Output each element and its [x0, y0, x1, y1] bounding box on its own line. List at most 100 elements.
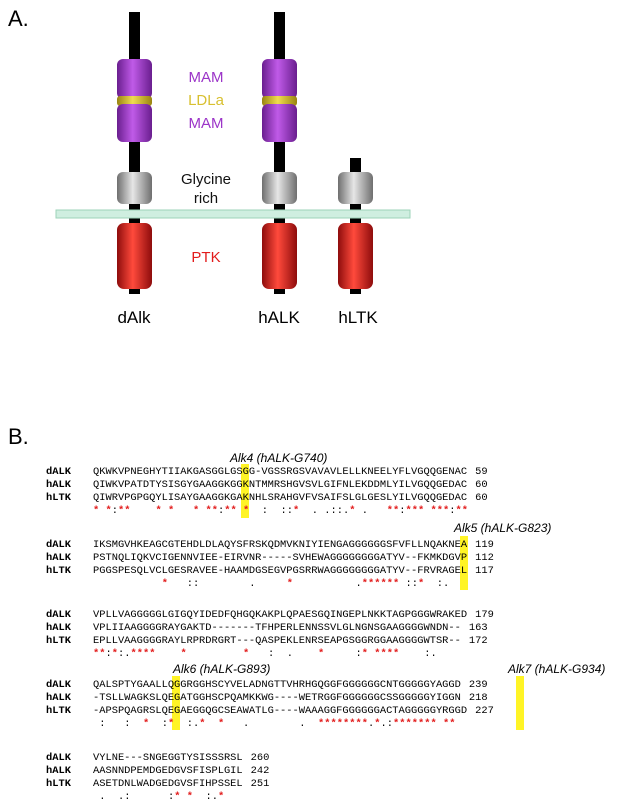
row-position: 172 — [468, 635, 488, 647]
conservation-row: **:*:.**** * * : . * :* **** :. — [46, 649, 474, 660]
annotation-alk5: Alk5 (hALK-G823) — [454, 521, 552, 535]
dalk-mam-domain — [117, 59, 152, 99]
label-glycine-line1: Glycine — [181, 171, 231, 188]
row-sequence: ASETDNLWADGEDGVSFIHPSSEL — [93, 778, 243, 790]
row-name: dALK — [46, 752, 71, 764]
row-sequence: -APSPQAGRSLQEGAEGGQGCSEAWATLG----WAAAGGF… — [93, 705, 468, 717]
highlight-alk6 — [172, 676, 180, 730]
row-name: dALK — [46, 539, 71, 551]
row-name: dALK — [46, 609, 71, 621]
dalk-backbone — [129, 12, 140, 294]
row-position: 112 — [475, 552, 494, 564]
row-name: hLTK — [46, 635, 71, 647]
hltk-glycine-domain — [338, 172, 373, 204]
halk-glycine-domain — [262, 172, 297, 204]
protein-name-dalk: dAlk — [117, 308, 151, 327]
domain-architecture-diagram: MAM LDLa MAM Glycine rich PTK dAlk hALK … — [55, 12, 411, 327]
conservation-row: : : * :* :.* * . . ********.*.:******* *… — [46, 719, 462, 730]
conservation-row: . .: :* * :.* — [46, 792, 249, 803]
row-position: 251 — [250, 778, 270, 790]
alignment-row: hLTK PGGSPESQLVCLGESRAVEE-HAAMDGSEGVPGSR… — [46, 566, 494, 577]
row-sequence: IKSMGVHKEAGCGTEHDLDLAQYSFRSKQDMVKNIYIENG… — [93, 539, 468, 551]
conservation-symbols: . .: :* * :.* — [99, 791, 225, 803]
alignment-row: hALK VPLIIAAGGGGRAYGAKTD-------TFHPERLEN… — [46, 623, 488, 634]
row-sequence: QALSPTYGAALLQGGRGGHSCYVELADNGTTVHRHGQGGF… — [93, 679, 461, 691]
row-position: 218 — [468, 692, 488, 704]
row-position: 260 — [250, 752, 270, 764]
alignment-row: hLTK -APSPQAGRSLQEGAEGGQGCSEAWATLG----WA… — [46, 706, 494, 717]
label-glycine-line2: rich — [194, 190, 218, 207]
highlight-alk4 — [241, 464, 249, 518]
halk-ptk-domain — [262, 223, 297, 289]
row-sequence: -TSLLWAGKSLQEGATGGHSCPQAMKKWG----WETRGGF… — [93, 692, 461, 704]
row-name: hALK — [46, 552, 71, 564]
row-position: 163 — [468, 622, 488, 634]
protein-dalk — [117, 12, 152, 294]
dalk-mam-domain-2 — [117, 104, 152, 142]
row-sequence: PGGSPESQLVCLGESRAVEE-HAAMDGSEGVPGSRRWAGG… — [93, 565, 468, 577]
highlight-alk7 — [516, 676, 524, 730]
row-position: 239 — [468, 679, 488, 691]
row-position: 60 — [475, 492, 488, 504]
row-sequence: VYLNE---SNGEGGTYSISSSRSL — [93, 752, 243, 764]
row-position: 60 — [475, 479, 488, 491]
annotation-alk4: Alk4 (hALK-G740) — [230, 451, 328, 465]
label-mam-bottom: MAM — [189, 115, 224, 132]
row-name: hLTK — [46, 492, 71, 504]
row-name: hALK — [46, 765, 71, 777]
halk-backbone — [274, 12, 285, 294]
protein-name-hltk: hLTK — [338, 308, 378, 327]
label-mam-top: MAM — [189, 69, 224, 86]
row-name: dALK — [46, 466, 71, 478]
alignment-row: dALK IKSMGVHKEAGCGTEHDLDLAQYSFRSKQDMVKNI… — [46, 540, 494, 551]
highlight-alk5 — [460, 536, 468, 590]
alignment-row: hALK QIWKVPATDTYSISGYGAAGGKGGKNTMMRSHGVS… — [46, 480, 488, 491]
conservation-row: * *:** * * * **:** * : ::* . .::.* . **:… — [46, 506, 468, 517]
row-position: 242 — [250, 765, 270, 777]
dalk-ptk-domain — [117, 223, 152, 289]
label-ptk: PTK — [191, 249, 220, 266]
row-name: hLTK — [46, 705, 71, 717]
cell-membrane — [55, 209, 411, 219]
conservation-symbols: * *:** * * * **:** * : ::* . .::.* . **:… — [93, 505, 468, 517]
row-sequence: EPLLVAAGGGGRAYLRPRDRGRT---QASPEKLENRSEAP… — [93, 635, 461, 647]
row-sequence: AASNNDPEMDGEDGVSFISPLGIL — [93, 765, 243, 777]
panel-b-label: B. — [8, 424, 29, 449]
annotation-alk6: Alk6 (hALK-G893) — [173, 662, 271, 676]
row-position: 59 — [475, 466, 488, 478]
conservation-symbols: * :: . * .****** ::* :. — [161, 578, 450, 590]
alignment-row: hLTK EPLLVAAGGGGRAYLRPRDRGRT---QASPEKLEN… — [46, 636, 488, 647]
hltk-ptk-domain — [338, 223, 373, 289]
conservation-symbols: : : * :* :.* * . . ********.*.:******* *… — [99, 718, 456, 730]
row-sequence: QIWKVPATDTYSISGYGAAGGKGGKNTMMRSHGVSVLGIF… — [93, 479, 468, 491]
dalk-ldla-domain — [117, 96, 152, 106]
alignment-row: hALK PSTNQLIQKVCIGENNVIEE-EIRVNR-----SVH… — [46, 553, 494, 564]
row-position: 179 — [475, 609, 494, 621]
conservation-symbols: **:*:.**** * * : . * :* **** :. — [93, 648, 437, 660]
row-sequence: QKWKVPNEGHYTIIAKGASGGLGSGG-VGSSRGSVAVAVL… — [93, 466, 468, 478]
row-name: hALK — [46, 479, 71, 491]
panel-a-label: A. — [8, 6, 29, 31]
row-sequence: VPLIIAAGGGGRAYGAKTD-------TFHPERLENNSSVL… — [93, 622, 461, 634]
row-position: 117 — [475, 565, 494, 577]
row-name: hLTK — [46, 778, 71, 790]
alignment-row: dALK QKWKVPNEGHYTIIAKGASGGLGSGG-VGSSRGSV… — [46, 467, 488, 478]
row-position: 227 — [475, 705, 494, 717]
row-sequence: VPLLVAGGGGGLGIGQYIDEDFQHGQKAKPLQPAESGQIN… — [93, 609, 468, 621]
alignment-row: dALK QALSPTYGAALLQGGRGGHSCYVELADNGTTVHRH… — [46, 680, 488, 691]
row-position: 119 — [475, 539, 494, 551]
protein-halk — [262, 12, 297, 294]
annotation-alk7: Alk7 (hALK-G934) — [508, 662, 606, 676]
alignment-row: hALK -TSLLWAGKSLQEGATGGHSCPQAMKKWG----WE… — [46, 693, 488, 704]
alignment-row: hLTK ASETDNLWADGEDGVSFIHPSSEL 251 — [46, 779, 269, 790]
alignment-row: dALK VPLLVAGGGGGLGIGQYIDEDFQHGQKAKPLQPAE… — [46, 610, 494, 621]
row-name: dALK — [46, 679, 71, 691]
protein-hltk — [338, 158, 373, 294]
row-sequence: QIWRVPGPGQYLISAYGAAGGKGAKNHLSRAHGVFVSAIF… — [93, 492, 468, 504]
row-name: hALK — [46, 692, 71, 704]
dalk-glycine-domain — [117, 172, 152, 204]
halk-mam-domain — [262, 59, 297, 99]
alignment-row: hLTK QIWRVPGPGQYLISAYGAAGGKGAKNHLSRAHGVF… — [46, 493, 488, 504]
conservation-row: * :: . * .****** ::* :. — [46, 579, 481, 590]
row-sequence: PSTNQLIQKVCIGENNVIEE-EIRVNR-----SVHEWAGG… — [93, 552, 468, 564]
